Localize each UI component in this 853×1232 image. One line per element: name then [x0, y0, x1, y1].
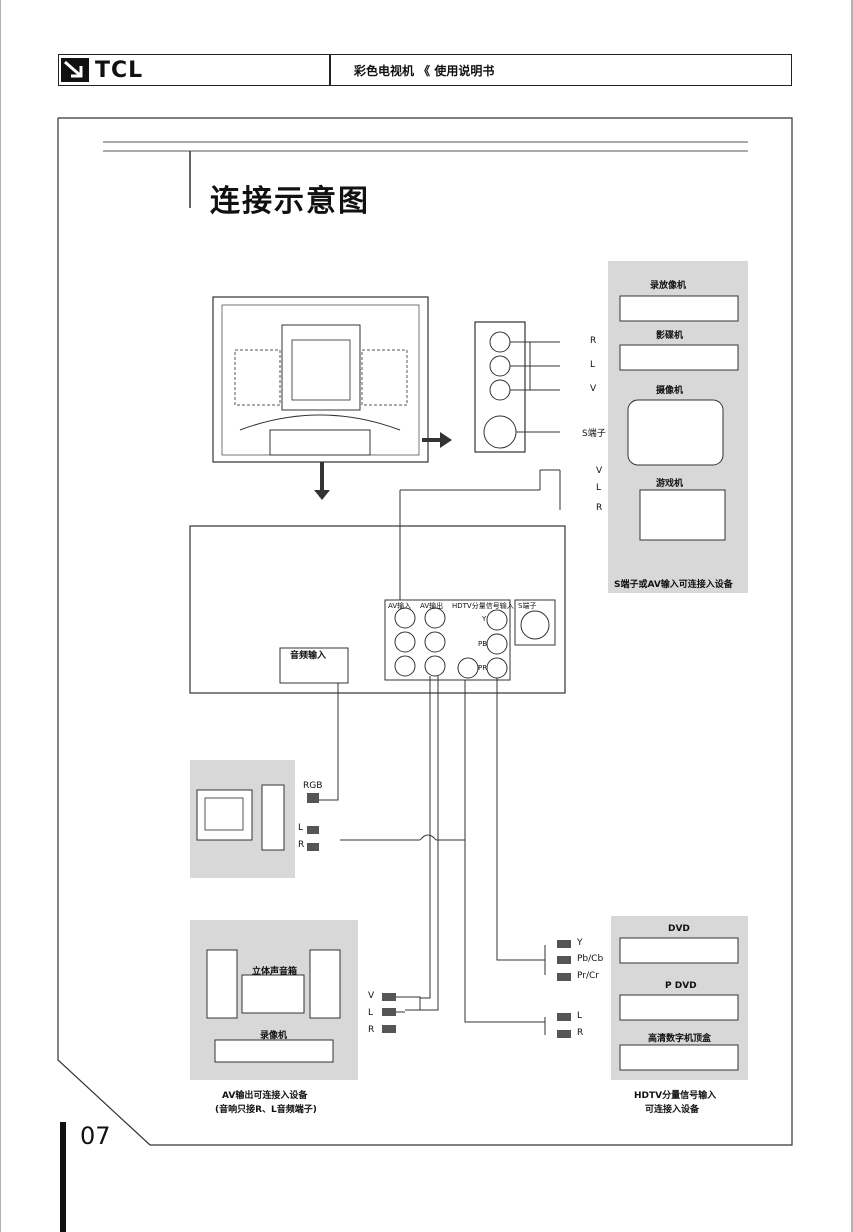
hdtv-y-label: Y: [577, 938, 583, 948]
side-av-panel: [474, 321, 560, 453]
av-output-caption-1: AV输出可连接入设备: [222, 1091, 308, 1101]
device-dvd-label: 影碟机: [656, 331, 684, 341]
tv-back-illustration: [212, 296, 452, 500]
stereo-speaker-label: 立体声音箱: [252, 967, 298, 977]
panel-pr-label: PR: [478, 664, 488, 672]
hdtv-caption-2: 可连接入设备: [645, 1105, 700, 1115]
av-out-l-label: L: [368, 1008, 374, 1018]
panel-av-out-label: AV输出: [420, 602, 444, 610]
panel-av-in-label: AV输入: [388, 602, 412, 610]
panel-hdtv-label: HDTV分量信号输入: [452, 602, 514, 610]
device-camcorder-label: 摄像机: [656, 386, 684, 396]
section-title: 连接示意图: [210, 184, 370, 219]
connector-r-label: R: [590, 336, 597, 346]
connector-r2-label: R: [596, 503, 603, 513]
audio-in-label: 音频输入: [290, 651, 327, 661]
header-bar: TCL 彩色电视机 《 使用说明书: [58, 54, 792, 86]
brand-name: TCL: [95, 57, 144, 83]
pc-audio-r-label: R: [298, 840, 305, 850]
panel-y-label: Y: [482, 615, 487, 623]
hdtv-dvd-label: DVD: [668, 924, 690, 934]
connector-l2-label: L: [596, 483, 602, 493]
tcl-logo-icon: [61, 58, 89, 82]
panel-pb-label: PB: [478, 640, 488, 648]
av-output-caption-2: (音响只接R、L音频端子): [215, 1105, 317, 1115]
input-devices-caption: S端子或AV输入可连接入设备: [614, 580, 733, 590]
hdtv-audio-l-label: L: [577, 1011, 583, 1021]
hdtv-pb-label: Pb/Cb: [577, 954, 604, 964]
manual-subtitle: 彩色电视机 《 使用说明书: [354, 64, 495, 78]
pc-audio-l-label: L: [298, 823, 304, 833]
page-number: 07: [80, 1122, 111, 1150]
vcr-output-label: 录像机: [260, 1031, 288, 1041]
av-out-r-label: R: [368, 1025, 375, 1035]
hdtv-audio-r-label: R: [577, 1028, 584, 1038]
hdtv-stb-label: 高清数字机顶盒: [648, 1034, 712, 1044]
device-game-label: 游戏机: [656, 479, 684, 489]
hdtv-pdvd-label: P DVD: [665, 981, 697, 991]
rgb-label: RGB: [303, 781, 323, 791]
hdtv-pr-label: Pr/Cr: [577, 971, 599, 981]
connector-v-label: V: [590, 384, 597, 394]
hdtv-caption-1: HDTV分量信号输入: [634, 1091, 717, 1101]
av-out-v-label: V: [368, 991, 375, 1001]
back-panel: [189, 525, 566, 694]
s-terminal-label: S端子: [582, 429, 606, 439]
connector-l-label: L: [590, 360, 596, 370]
panel-s-label: S端子: [518, 602, 537, 610]
brand-logo: TCL: [61, 57, 143, 83]
device-vcr-label: 录放像机: [650, 281, 687, 291]
connector-v2-label: V: [596, 466, 603, 476]
